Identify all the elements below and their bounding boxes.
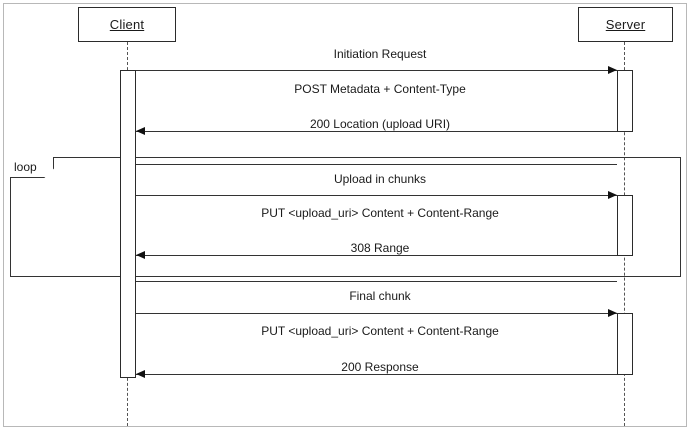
message-arrowhead-200-location [136,126,145,135]
section-label-initiation: Initiation Request [333,47,427,61]
message-arrowhead-post-metadata [608,65,617,74]
message-arrowhead-put-final-chunk [608,308,617,317]
activation-bar-server-final [617,313,633,375]
section-label-upload-chunks: Upload in chunks [333,172,427,186]
message-arrowhead-put-chunk [608,190,617,199]
participant-box-server[interactable]: Server [578,7,673,42]
message-label-put-chunk: PUT <upload_uri> Content + Content-Range [261,206,499,220]
message-line-put-final-chunk [136,313,617,314]
section-divider-upload-chunks-top [136,164,617,165]
message-arrowhead-308-range [136,250,145,259]
section-divider-final-chunk-top [136,281,617,282]
section-label-final-chunk: Final chunk [349,289,411,303]
message-line-200-response [136,374,617,375]
diagram-outer-frame [3,3,687,427]
message-arrowhead-200-response [136,369,145,378]
participant-label-client: Client [109,17,145,32]
message-line-put-chunk [136,195,617,196]
participant-box-client[interactable]: Client [78,7,176,42]
message-label-308-range: 308 Range [350,241,410,255]
activation-bar-server-chunk [617,195,633,256]
loop-fragment-tab: loop [10,157,54,178]
loop-fragment[interactable] [10,157,681,277]
message-line-200-location [136,131,617,132]
activation-bar-server-initiation [617,70,633,132]
message-line-308-range [136,255,617,256]
message-label-post-metadata: POST Metadata + Content-Type [294,82,466,96]
message-label-200-location: 200 Location (upload URI) [309,117,451,131]
activation-bar-client [120,70,136,378]
participant-label-server: Server [605,17,646,32]
message-line-post-metadata [136,70,617,71]
loop-fragment-operator: loop [14,160,37,174]
message-label-200-response: 200 Response [341,360,419,374]
message-label-put-final-chunk: PUT <upload_uri> Content + Content-Range [261,324,499,338]
